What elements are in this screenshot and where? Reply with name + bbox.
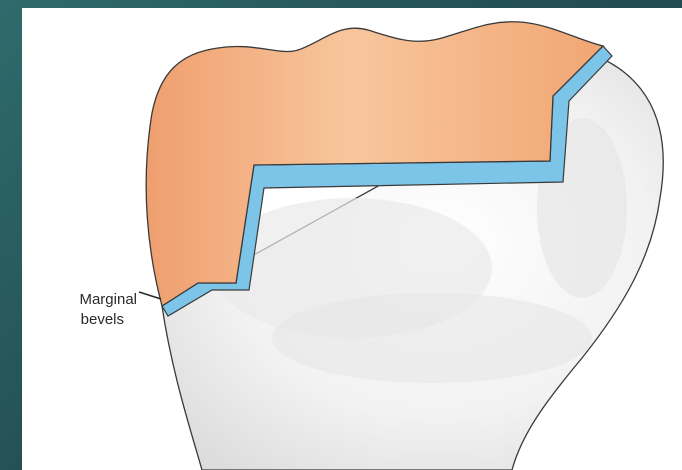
tooth-shade: [272, 293, 592, 383]
annotation-pointer: [139, 292, 161, 299]
tooth-diagram: Marginal bevels: [22, 8, 682, 470]
diagram-panel: Marginal bevels: [22, 8, 682, 470]
annotation-label-line2: bevels: [81, 311, 124, 328]
annotation-label-line1: Marginal: [79, 291, 137, 308]
